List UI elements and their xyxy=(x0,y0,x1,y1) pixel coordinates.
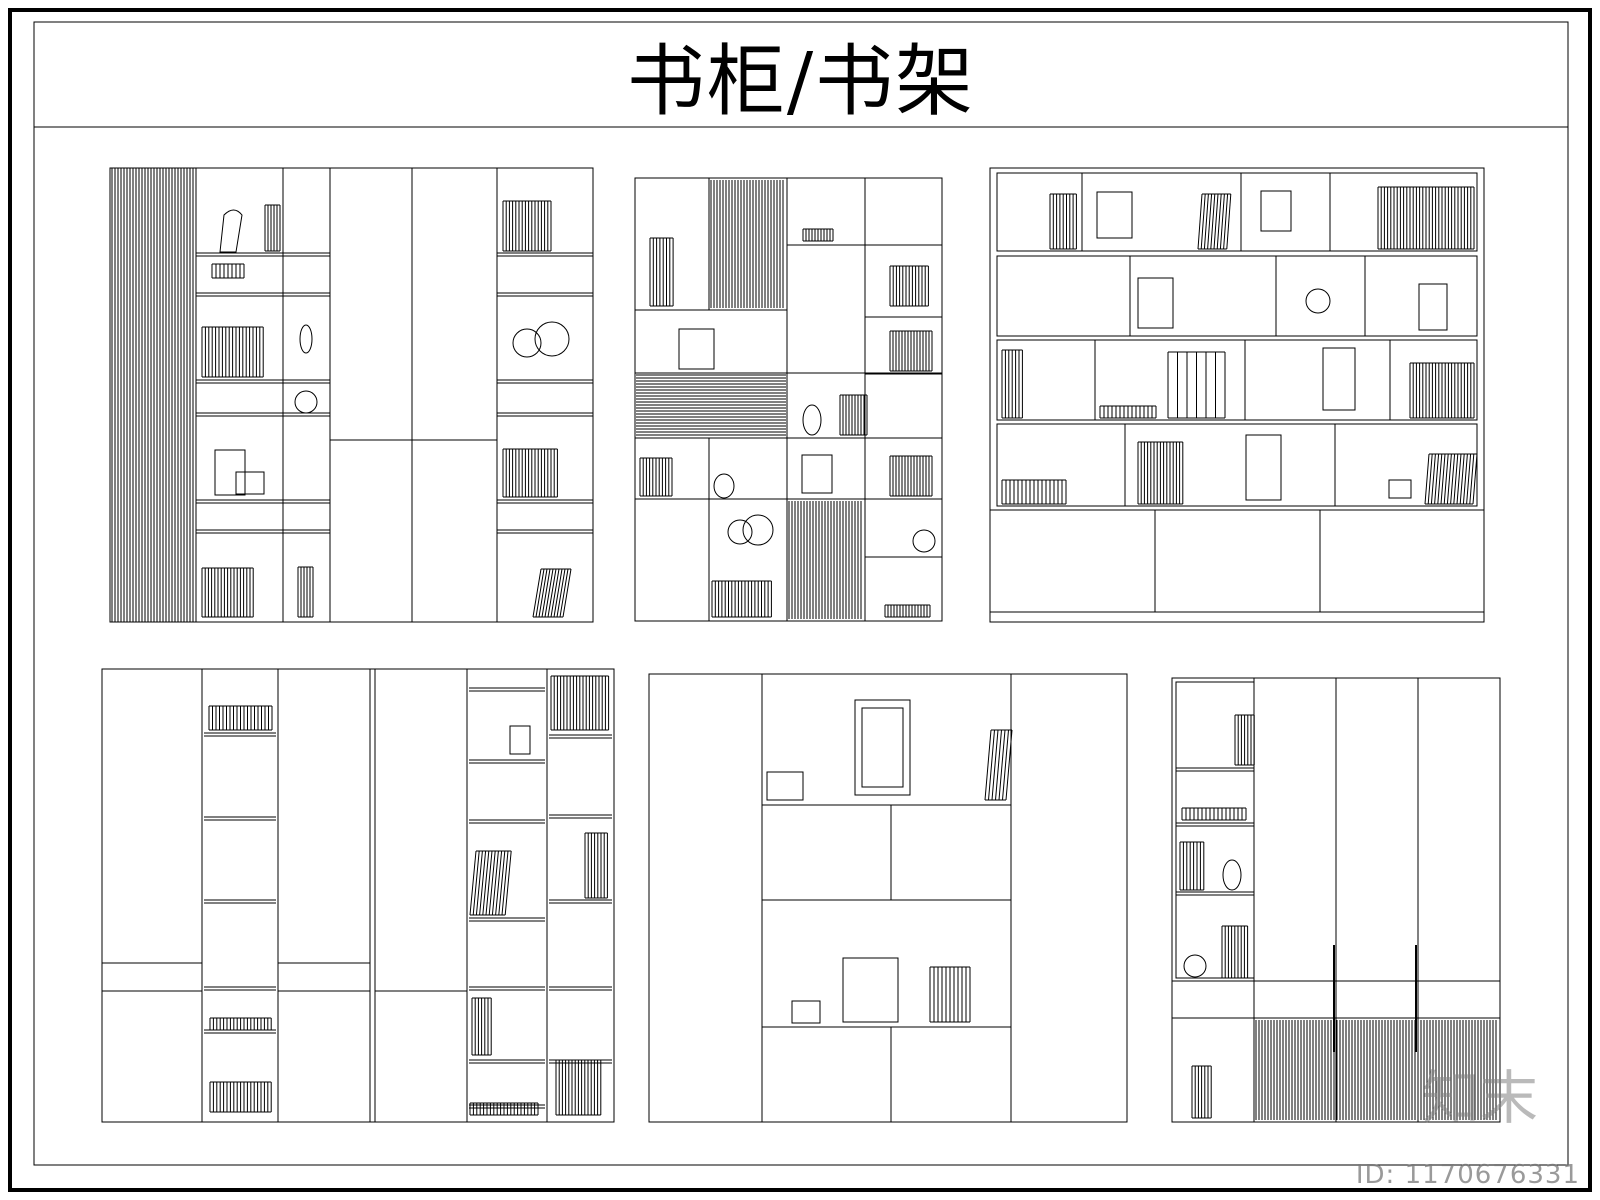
page-title: 书柜/书架 xyxy=(626,36,976,127)
watermark-id: ID: 1170676331 xyxy=(1355,1160,1580,1190)
decor-vase xyxy=(802,404,822,436)
bookcase-elevation-1 xyxy=(109,167,594,623)
watermark-logo: 知末 xyxy=(1421,1064,1538,1132)
decor-frame xyxy=(1260,190,1292,232)
book-rows xyxy=(639,228,933,618)
book-rows xyxy=(201,200,572,618)
decor-vase xyxy=(713,473,735,499)
decor-frame xyxy=(235,471,265,495)
shelves xyxy=(1176,767,1254,896)
decor-vase xyxy=(219,209,243,253)
shelves xyxy=(204,687,612,1109)
decor-frame xyxy=(1096,191,1133,239)
decor-box xyxy=(791,1000,821,1024)
inner-frame xyxy=(33,21,1569,1166)
horizontal-slat-panel xyxy=(636,374,786,436)
book-rows xyxy=(1001,186,1478,505)
book-rows xyxy=(208,675,610,1116)
bookcase-elevation-2 xyxy=(634,177,943,622)
decor-disc xyxy=(727,519,753,545)
decor-frame xyxy=(509,725,531,755)
decor-ball xyxy=(294,390,318,414)
decor-frame xyxy=(678,328,715,370)
vertical-slat-panel xyxy=(111,168,194,622)
outer-frame xyxy=(8,8,1592,1192)
decor-frame xyxy=(801,454,833,494)
decor-frame-inner xyxy=(861,707,904,788)
decor-frame xyxy=(1418,283,1448,331)
decor-box xyxy=(1388,479,1412,499)
decor-frame xyxy=(1245,434,1282,501)
decor-disc xyxy=(534,321,570,357)
decor-vase xyxy=(299,324,313,354)
bookcase-elevation-5 xyxy=(648,673,1128,1123)
bookcase-elevation-4 xyxy=(101,668,615,1123)
book-rows xyxy=(1179,714,1255,1119)
vertical-slat-panel xyxy=(1255,1020,1497,1120)
bookcase-elevation-3 xyxy=(989,167,1485,623)
decor-frame xyxy=(854,699,911,796)
vertical-slat-panel xyxy=(710,180,862,619)
decor-box xyxy=(766,771,804,801)
decor-bust xyxy=(1305,288,1331,314)
decor-ball xyxy=(1183,954,1207,978)
decor-vase xyxy=(1222,859,1242,891)
decor-disc xyxy=(512,328,542,358)
decor-frame xyxy=(842,957,899,1023)
decor-frame xyxy=(1322,347,1356,411)
decor-disc xyxy=(742,514,774,546)
decor-ball xyxy=(912,529,936,553)
decor-frame xyxy=(1137,277,1174,329)
bookcase-elevation-6 xyxy=(1171,677,1501,1123)
shelves xyxy=(196,252,593,534)
book-rows xyxy=(929,729,1013,1023)
